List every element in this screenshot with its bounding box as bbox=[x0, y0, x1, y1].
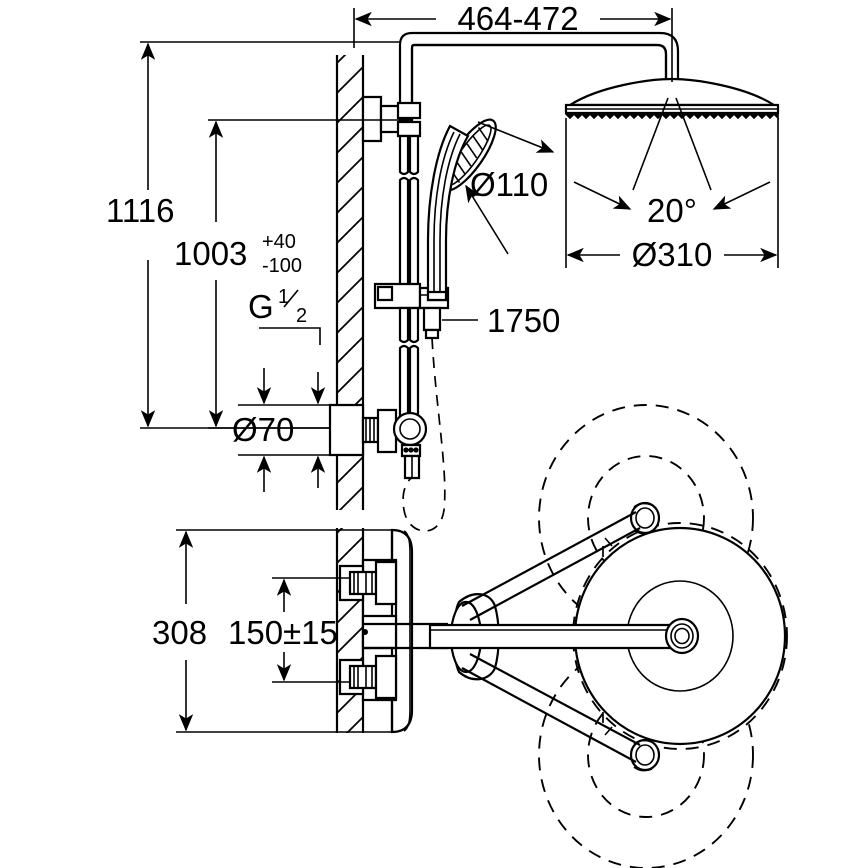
headshower-diameter-label: Ø310 bbox=[632, 236, 713, 273]
hose-length-dim: 1750 bbox=[442, 302, 560, 339]
handshower-diameter-dim: Ø110 bbox=[465, 121, 555, 255]
overall-height-label: 1116 bbox=[106, 192, 175, 229]
riser-height-tol-upper: +40 bbox=[262, 231, 296, 253]
thread-size-annotation: G 1 2 bbox=[248, 286, 321, 345]
hose-length-label: 1750 bbox=[487, 302, 560, 339]
thread-size-g: G bbox=[248, 288, 274, 325]
hand-shower bbox=[426, 118, 497, 302]
head-shower bbox=[564, 77, 780, 191]
riser-height-label: 1003 bbox=[174, 235, 247, 272]
escutcheon-diameter-label: Ø70 bbox=[232, 411, 294, 448]
riser-rail bbox=[361, 95, 450, 422]
body-height-dim: 308 bbox=[152, 529, 392, 733]
wall-union bbox=[328, 403, 428, 480]
riser-height-tol-lower: -100 bbox=[262, 255, 302, 277]
thermostat-body bbox=[338, 528, 448, 734]
body-height-label: 308 bbox=[152, 614, 207, 651]
headshower-diameter-dim: Ø310 bbox=[565, 118, 779, 273]
spray-angle-label: 20° bbox=[647, 192, 697, 229]
riser-height-dim: 1003 +40 -100 bbox=[174, 119, 400, 429]
handshower-diameter-label: Ø110 bbox=[470, 166, 548, 203]
arm-length-label: 464-472 bbox=[457, 0, 578, 37]
inlet-centres-label: 150±15 bbox=[228, 614, 338, 651]
shower-hose bbox=[402, 337, 446, 532]
inlet-centres-dim: 150±15 bbox=[228, 577, 350, 683]
overall-height-dim: 1116 bbox=[106, 41, 400, 429]
thread-size-denominator: 2 bbox=[296, 305, 307, 327]
arm-length-dim: 464-472 bbox=[353, 0, 673, 82]
escutcheon-diameter-dim: Ø70 bbox=[232, 368, 330, 492]
spray-angle-annotation: 20° bbox=[573, 181, 771, 229]
thread-size-numerator: 1 bbox=[278, 286, 289, 308]
plan-view-body bbox=[428, 501, 787, 772]
